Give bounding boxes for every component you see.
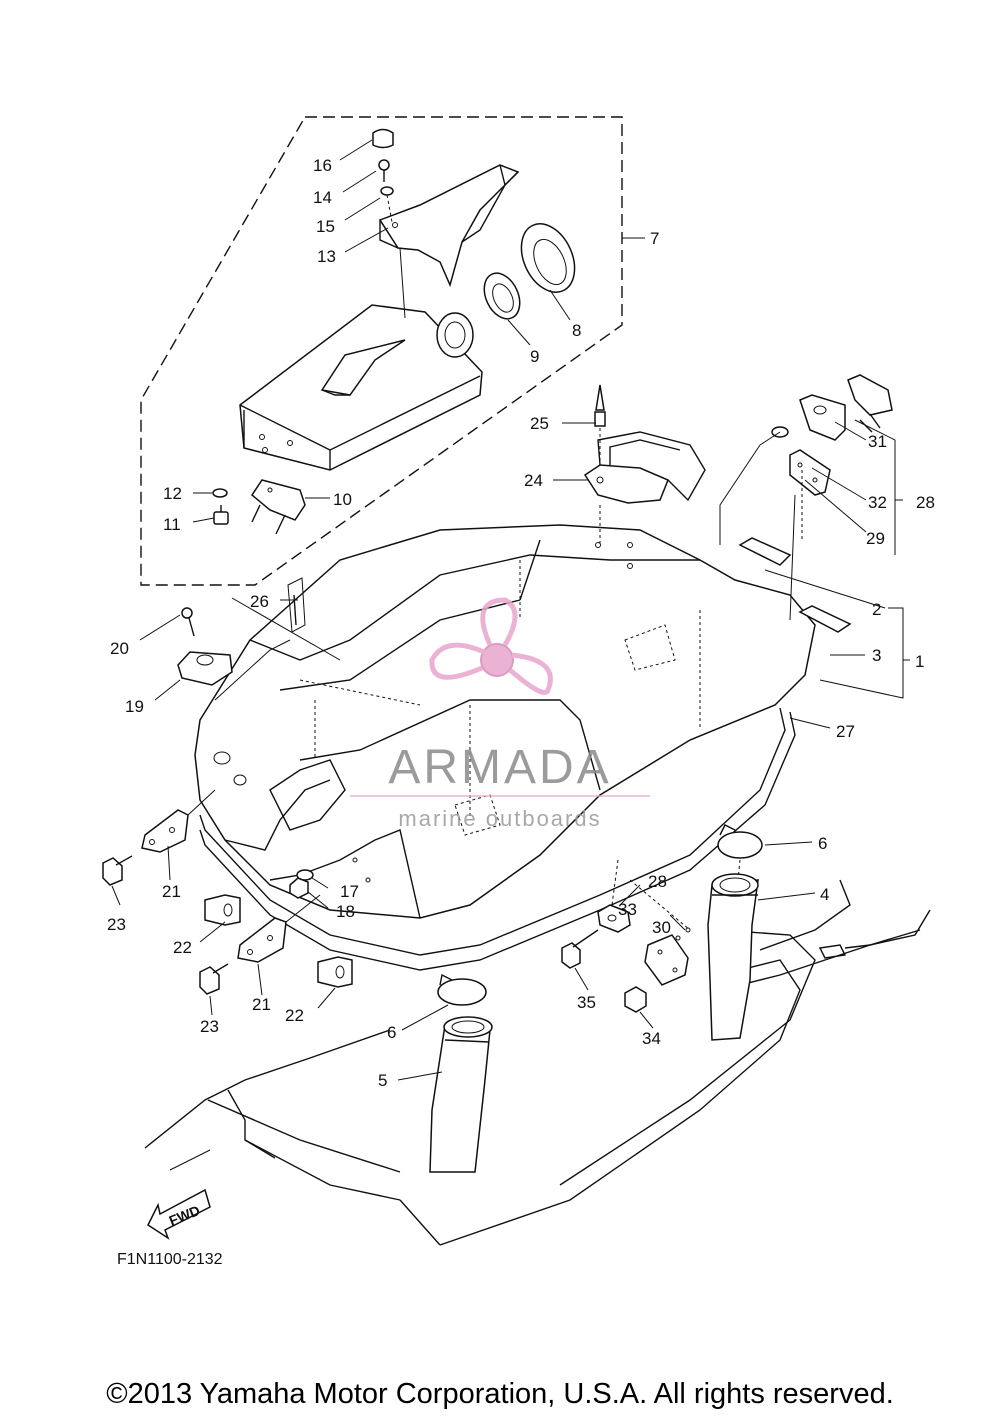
group-1-bracket <box>764 569 910 699</box>
lower-hull <box>144 879 931 1246</box>
bolt-11 <box>213 505 229 525</box>
copyright-notice: ©2013 Yamaha Motor Corporation, U.S.A. A… <box>106 1378 894 1410</box>
callout-13: 13 <box>317 247 336 266</box>
callout-6-upper: 6 <box>818 834 827 853</box>
callout-21-lower: 21 <box>252 995 271 1014</box>
fwd-arrow-label: FWD <box>167 1202 203 1229</box>
latch-assembly-28 <box>719 374 903 621</box>
hose-5 <box>429 1016 493 1173</box>
gasket-27 <box>199 707 831 971</box>
pad-2 <box>738 537 792 566</box>
handle-24 <box>583 431 706 545</box>
assembly-7-boundary <box>140 116 645 586</box>
pad-3 <box>798 605 852 633</box>
washer-15 <box>380 186 394 223</box>
callout-18: 18 <box>336 902 355 921</box>
hose-4 <box>707 873 759 1041</box>
callout-labels: 16 14 15 13 7 8 9 25 24 31 32 28 29 12 1… <box>107 156 935 1090</box>
callout-14: 14 <box>313 188 332 207</box>
callout-35: 35 <box>577 993 596 1012</box>
callout-25: 25 <box>530 414 549 433</box>
armada-watermark: ARMADA marine outboards <box>350 597 650 831</box>
screw-14 <box>378 159 390 182</box>
plate-33 <box>597 859 631 933</box>
bolt-35 <box>561 929 599 969</box>
clamp-6-upper <box>717 824 763 881</box>
callout-7: 7 <box>650 229 659 248</box>
callout-6-lower: 6 <box>387 1023 396 1042</box>
callout-5: 5 <box>378 1071 387 1090</box>
callout-23-lower: 23 <box>200 1017 219 1036</box>
hinge-10 <box>251 479 306 535</box>
callout-2: 2 <box>872 600 881 619</box>
bracket-13 <box>378 164 520 319</box>
cover-19 <box>177 597 341 701</box>
fwd-arrow: FWD <box>147 1188 211 1240</box>
callout-30: 30 <box>652 918 671 937</box>
hull-deck-1 <box>194 524 816 919</box>
callout-20: 20 <box>110 639 129 658</box>
leader-lines <box>111 139 867 1081</box>
screw-20 <box>181 607 195 637</box>
seal-ring-9 <box>483 272 521 320</box>
callout-24: 24 <box>524 471 543 490</box>
callout-4: 4 <box>820 885 829 904</box>
air-box-cover <box>239 304 483 471</box>
hinge-21-upper <box>141 789 216 853</box>
callout-10: 10 <box>333 490 352 509</box>
callout-26: 26 <box>250 592 269 611</box>
drawing-code: F1N1100-2132 <box>117 1251 223 1268</box>
washer-12 <box>212 488 228 498</box>
nut-34 <box>624 986 647 1013</box>
bolt-23-lower <box>199 963 229 995</box>
callout-17: 17 <box>340 882 359 901</box>
hinge-21-lower <box>237 894 321 963</box>
callout-22-upper: 22 <box>173 938 192 957</box>
callout-11: 11 <box>163 515 181 534</box>
watermark-brand: ARMADA <box>388 741 611 794</box>
plate-22-lower <box>317 956 353 988</box>
cap-16 <box>372 128 394 149</box>
callout-21-upper: 21 <box>162 882 181 901</box>
callout-29: 29 <box>866 529 885 548</box>
callout-1: 1 <box>915 652 924 671</box>
callout-15: 15 <box>316 217 335 236</box>
watermark-tagline: marine outboards <box>398 806 601 831</box>
clamp-6-lower <box>437 973 487 1006</box>
callout-16: 16 <box>313 156 332 175</box>
seal-ring-8 <box>520 223 576 293</box>
nut-18 <box>289 869 314 899</box>
callout-31: 31 <box>868 432 887 451</box>
callout-8: 8 <box>572 321 581 340</box>
callout-33: 33 <box>618 900 637 919</box>
plate-22-upper <box>204 894 241 926</box>
propeller-logo <box>429 597 553 695</box>
callout-3: 3 <box>872 646 881 665</box>
flange-30 <box>629 879 691 986</box>
callout-9: 9 <box>530 347 539 366</box>
callout-23-upper: 23 <box>107 915 126 934</box>
pin-25 <box>594 384 606 462</box>
bolt-23-upper <box>102 855 133 886</box>
callout-19: 19 <box>125 697 144 716</box>
callout-22-lower: 22 <box>285 1006 304 1025</box>
callout-28-upper: 28 <box>916 493 935 512</box>
callout-28-lower: 28 <box>648 872 667 891</box>
callout-32: 32 <box>868 493 887 512</box>
callout-12: 12 <box>163 484 182 503</box>
callout-27: 27 <box>836 722 855 741</box>
callout-34: 34 <box>642 1029 661 1048</box>
